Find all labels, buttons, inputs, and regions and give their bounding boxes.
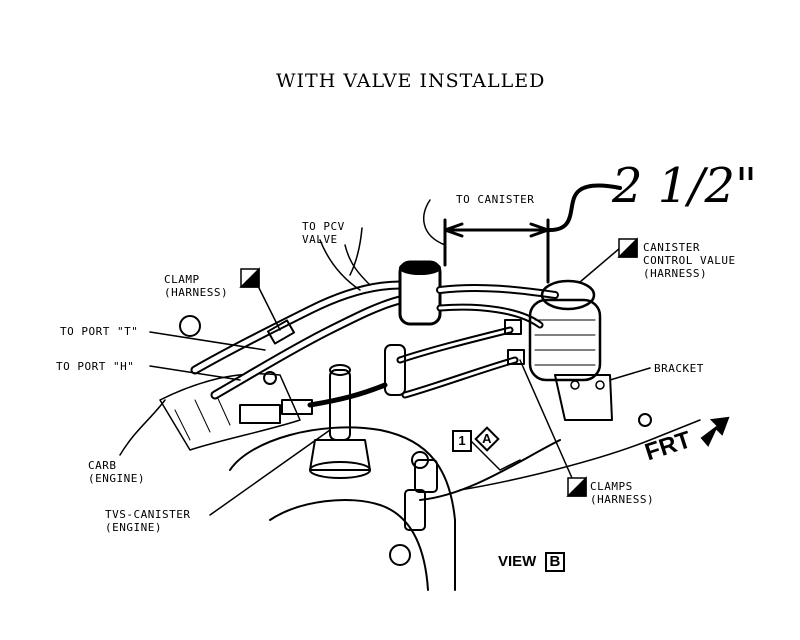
leader-ref	[469, 439, 521, 471]
label-to-port-t: TO PORT "T"	[60, 325, 139, 338]
leader-clamps	[519, 359, 573, 479]
view-label: VIEW B	[498, 552, 566, 572]
control-valve-cap	[540, 279, 596, 311]
harness-tags	[239, 237, 638, 497]
tvs-post	[329, 369, 351, 441]
label-tvs-canister: TVS-CANISTER (ENGINE)	[105, 508, 191, 534]
leader-tvs	[209, 429, 331, 516]
label-canister-control-valve: CANISTER CONTROL VALUE (HARNESS)	[643, 241, 736, 280]
clamp-tvs	[384, 344, 406, 396]
fitting-b	[414, 459, 438, 493]
handwritten-dimension: 2 1/2"	[612, 158, 758, 214]
view-text: VIEW	[498, 553, 537, 570]
engine-block-outline	[229, 426, 456, 591]
label-clamps-harness: CLAMPS (HARNESS)	[590, 480, 655, 506]
leader-pcv	[349, 227, 363, 276]
diagram-title: WITH VALVE INSTALLED	[276, 70, 546, 92]
front-arrow-icon	[700, 416, 730, 447]
clamp-valve-1	[504, 319, 522, 335]
leader-clamp	[255, 281, 281, 331]
leader-port-h	[149, 365, 241, 381]
tvs-base	[309, 439, 371, 471]
label-clamp-harness: CLAMP (HARNESS)	[164, 273, 229, 299]
label-to-pcv-valve: TO PCV VALVE	[302, 220, 345, 246]
engine-right-plate	[459, 419, 701, 491]
pcv-hose	[319, 239, 361, 291]
leader-to-canister	[423, 199, 446, 246]
ref-letter: A	[482, 430, 492, 446]
leader-carb	[119, 399, 166, 456]
control-valve-body	[528, 298, 602, 382]
hand-squiggle	[548, 183, 622, 232]
label-bracket: BRACKET	[654, 362, 704, 375]
label-carb-engine: CARB (ENGINE)	[88, 459, 145, 485]
leader-bracket	[609, 367, 651, 381]
label-to-canister: TO CANISTER	[456, 193, 535, 206]
ref-number-box: 1	[452, 430, 472, 452]
clamp-valve-2	[507, 349, 525, 365]
carb-body	[159, 372, 301, 451]
leader-ccv	[579, 247, 621, 283]
label-to-port-h: TO PORT "H"	[56, 360, 135, 373]
engine-lower-outline	[269, 499, 429, 591]
leader-port-t	[149, 331, 266, 351]
valve-bracket	[554, 374, 613, 421]
view-letter-box: B	[544, 552, 566, 572]
engine-base-line	[419, 439, 561, 501]
